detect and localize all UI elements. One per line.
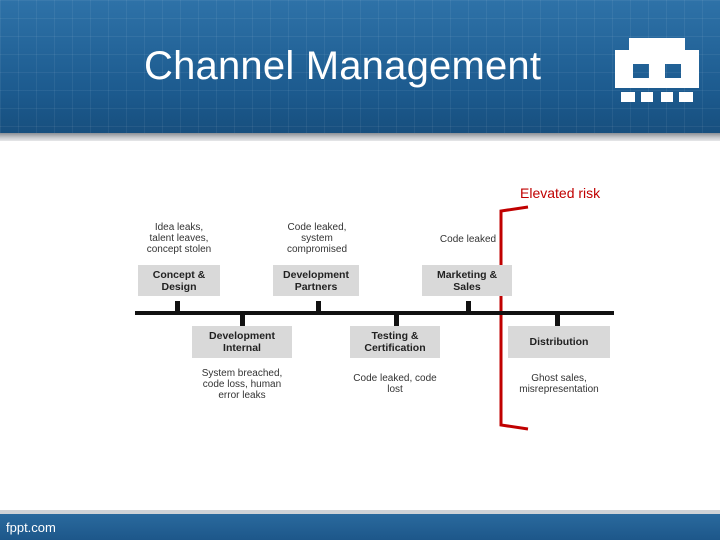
concept-design-note: Idea leaks, talent leaves, concept stole… <box>146 222 212 255</box>
stage-testing-certification: Testing & Certification <box>350 326 440 358</box>
testing-certification-note: Code leaked, code lost <box>353 373 437 395</box>
distribution-note: Ghost sales, misrepresentation <box>519 373 599 395</box>
development-internal-note: System breached, code loss, human error … <box>201 368 283 401</box>
slide-header <box>0 0 720 133</box>
development-partners-note: Code leaked, system compromised <box>286 222 348 255</box>
timeline-tick <box>175 301 180 312</box>
slide-footer <box>0 514 720 540</box>
stage-label: Development Partners <box>283 268 349 293</box>
header-divider <box>0 133 720 141</box>
risk-bracket <box>499 205 529 431</box>
stage-concept-design: Concept & Design <box>138 265 220 296</box>
stage-label: Development Internal <box>209 330 275 354</box>
elevated-risk-label: Elevated risk <box>520 185 601 201</box>
stage-distribution: Distribution <box>508 326 610 358</box>
stage-marketing-sales: Marketing & Sales <box>422 265 512 296</box>
stage-label: Marketing & Sales <box>436 268 498 293</box>
timeline-tick <box>555 315 560 326</box>
stage-label: Concept & Design <box>152 268 206 293</box>
timeline-tick <box>240 315 245 326</box>
stage-label: Distribution <box>529 336 589 348</box>
timeline-tick <box>394 315 399 326</box>
space-invader-icon <box>615 38 699 104</box>
stage-development-partners: Development Partners <box>273 265 359 296</box>
timeline-tick <box>466 301 471 312</box>
slide-title: Channel Management <box>144 44 542 88</box>
marketing-sales-note: Code leaked <box>439 234 497 245</box>
stage-label: Testing & Certification <box>364 330 426 354</box>
stage-development-internal: Development Internal <box>192 326 292 358</box>
timeline-tick <box>316 301 321 312</box>
footer-divider <box>0 510 720 514</box>
timeline-axis <box>135 311 614 315</box>
footer-brand: fppt.com <box>6 520 56 535</box>
